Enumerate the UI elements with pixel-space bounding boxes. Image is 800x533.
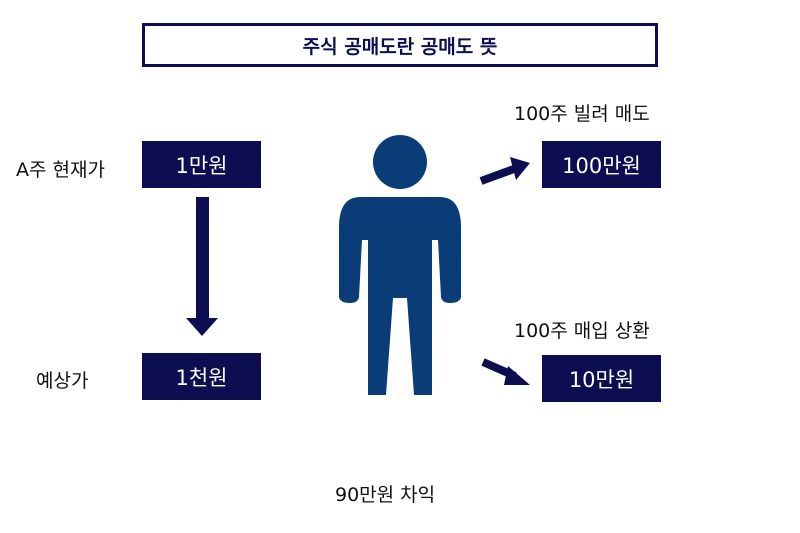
expected-price-label: 예상가 [36, 370, 89, 392]
sell-amount-box: 100만원 [542, 141, 661, 188]
title-box: 주식 공매도란 공매도 뜻 [142, 23, 658, 67]
title-text: 주식 공매도란 공매도 뜻 [302, 35, 498, 58]
current-price-label: A주 현재가 [16, 159, 105, 181]
expected-price-value: 1천원 [175, 365, 228, 390]
sell-caption: 100주 빌려 매도 [514, 103, 650, 125]
buy-caption: 100주 매입 상환 [514, 320, 650, 342]
buy-amount-value: 10만원 [568, 367, 635, 392]
down-arrow-icon [186, 197, 218, 336]
arrow-to-buy-icon [481, 358, 530, 385]
profit-result: 90만원 차익 [335, 484, 436, 506]
current-price-box: 1만원 [142, 141, 261, 188]
arrow-to-sell-icon [479, 157, 530, 185]
expected-price-box: 1천원 [142, 353, 261, 400]
buy-amount-box: 10만원 [542, 355, 661, 402]
sell-amount-value: 100만원 [562, 153, 641, 178]
person-icon [339, 135, 461, 395]
current-price-value: 1만원 [175, 153, 228, 178]
